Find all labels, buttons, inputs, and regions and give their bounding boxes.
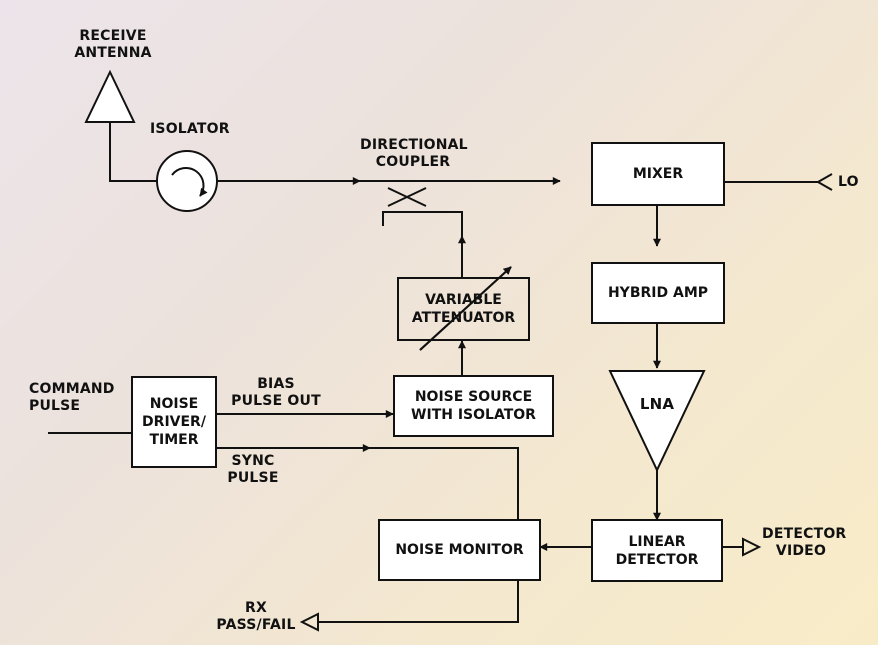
command-pulse-label-line2: PULSE xyxy=(29,398,81,414)
noise-monitor-block: NOISE MONITOR xyxy=(378,519,541,581)
variable-attenuator-label-line1: VARIABLE xyxy=(425,292,502,308)
directional-coupler-label-line1: DIRECTIONAL xyxy=(360,137,468,153)
variable-attenuator-block: VARIABLE ATTENUATOR xyxy=(397,277,530,341)
command-pulse-label-line1: COMMAND xyxy=(29,381,115,397)
hybrid-amp-block: HYBRID AMP xyxy=(591,262,725,324)
noise-source-block: NOISE SOURCE WITH ISOLATOR xyxy=(393,375,554,437)
mixer-block: MIXER xyxy=(591,142,725,206)
sync-pulse-label-line2: PULSE xyxy=(227,470,279,486)
receive-antenna-label-line1: RECEIVE xyxy=(79,28,147,44)
lo-input-symbol xyxy=(815,173,833,191)
antenna-symbol xyxy=(84,69,136,123)
isolator-circle xyxy=(156,150,218,212)
passfail-output-symbol xyxy=(299,612,319,632)
lna-label: LNA xyxy=(639,395,675,413)
detector-video-label-line2: VIDEO xyxy=(775,543,827,559)
sync-pulse-label-line1: SYNC xyxy=(231,453,275,469)
coupler-bracket xyxy=(382,211,463,278)
directional-coupler-label: DIRECTIONAL COUPLER xyxy=(360,137,468,171)
monitor-to-passfail-wire xyxy=(318,580,519,623)
bias-pulse-out-label-line1: BIAS xyxy=(257,376,295,392)
lna-triangle xyxy=(608,370,706,473)
rx-pass-fail-label-line2: PASS/FAIL xyxy=(216,617,296,633)
noise-driver-label-line1: NOISE xyxy=(149,396,199,412)
noise-source-label-line1: NOISE SOURCE xyxy=(414,389,533,405)
noise-driver-label-line2: DRIVER/ xyxy=(142,414,206,430)
linear-detector-block: LINEAR DETECTOR xyxy=(591,519,723,582)
rx-pass-fail-label: RX PASS/FAIL xyxy=(214,600,298,634)
linear-detector-label-line2: DETECTOR xyxy=(615,551,699,568)
detector-video-label: DETECTOR VIDEO xyxy=(762,526,847,560)
variable-attenuator-label-line2: ATTENUATOR xyxy=(411,310,516,326)
sync-pulse-label: SYNC PULSE xyxy=(224,453,282,487)
detector-video-label-line1: DETECTOR xyxy=(762,526,847,542)
coupler-cross xyxy=(387,187,427,207)
noise-monitor-label: NOISE MONITOR xyxy=(395,542,524,558)
command-pulse-label: COMMAND PULSE xyxy=(29,381,115,415)
bias-pulse-out-label-line2: PULSE OUT xyxy=(231,393,321,409)
receive-antenna-label-line2: ANTENNA xyxy=(74,45,152,61)
noise-driver-block: NOISE DRIVER/ TIMER xyxy=(131,376,217,468)
isolator-rotation-arrow xyxy=(171,167,208,197)
hybrid-amp-label: HYBRID AMP xyxy=(607,285,709,301)
noise-source-label-line2: WITH ISOLATOR xyxy=(411,407,536,423)
noise-driver-label-line3: TIMER xyxy=(149,432,199,448)
isolator-label: ISOLATOR xyxy=(150,121,230,137)
antenna-feed-wire xyxy=(109,122,157,182)
receive-antenna-label: RECEIVE ANTENNA xyxy=(72,28,154,62)
linear-detector-label-line1: LINEAR xyxy=(628,533,686,550)
directional-coupler-label-line2: COUPLER xyxy=(375,154,451,170)
lo-label: LO xyxy=(838,174,859,190)
mixer-label: MIXER xyxy=(632,166,684,182)
rx-pass-fail-label-line1: RX xyxy=(245,600,267,616)
bias-pulse-out-label: BIAS PULSE OUT xyxy=(226,376,326,410)
detector-video-symbol xyxy=(742,537,762,557)
